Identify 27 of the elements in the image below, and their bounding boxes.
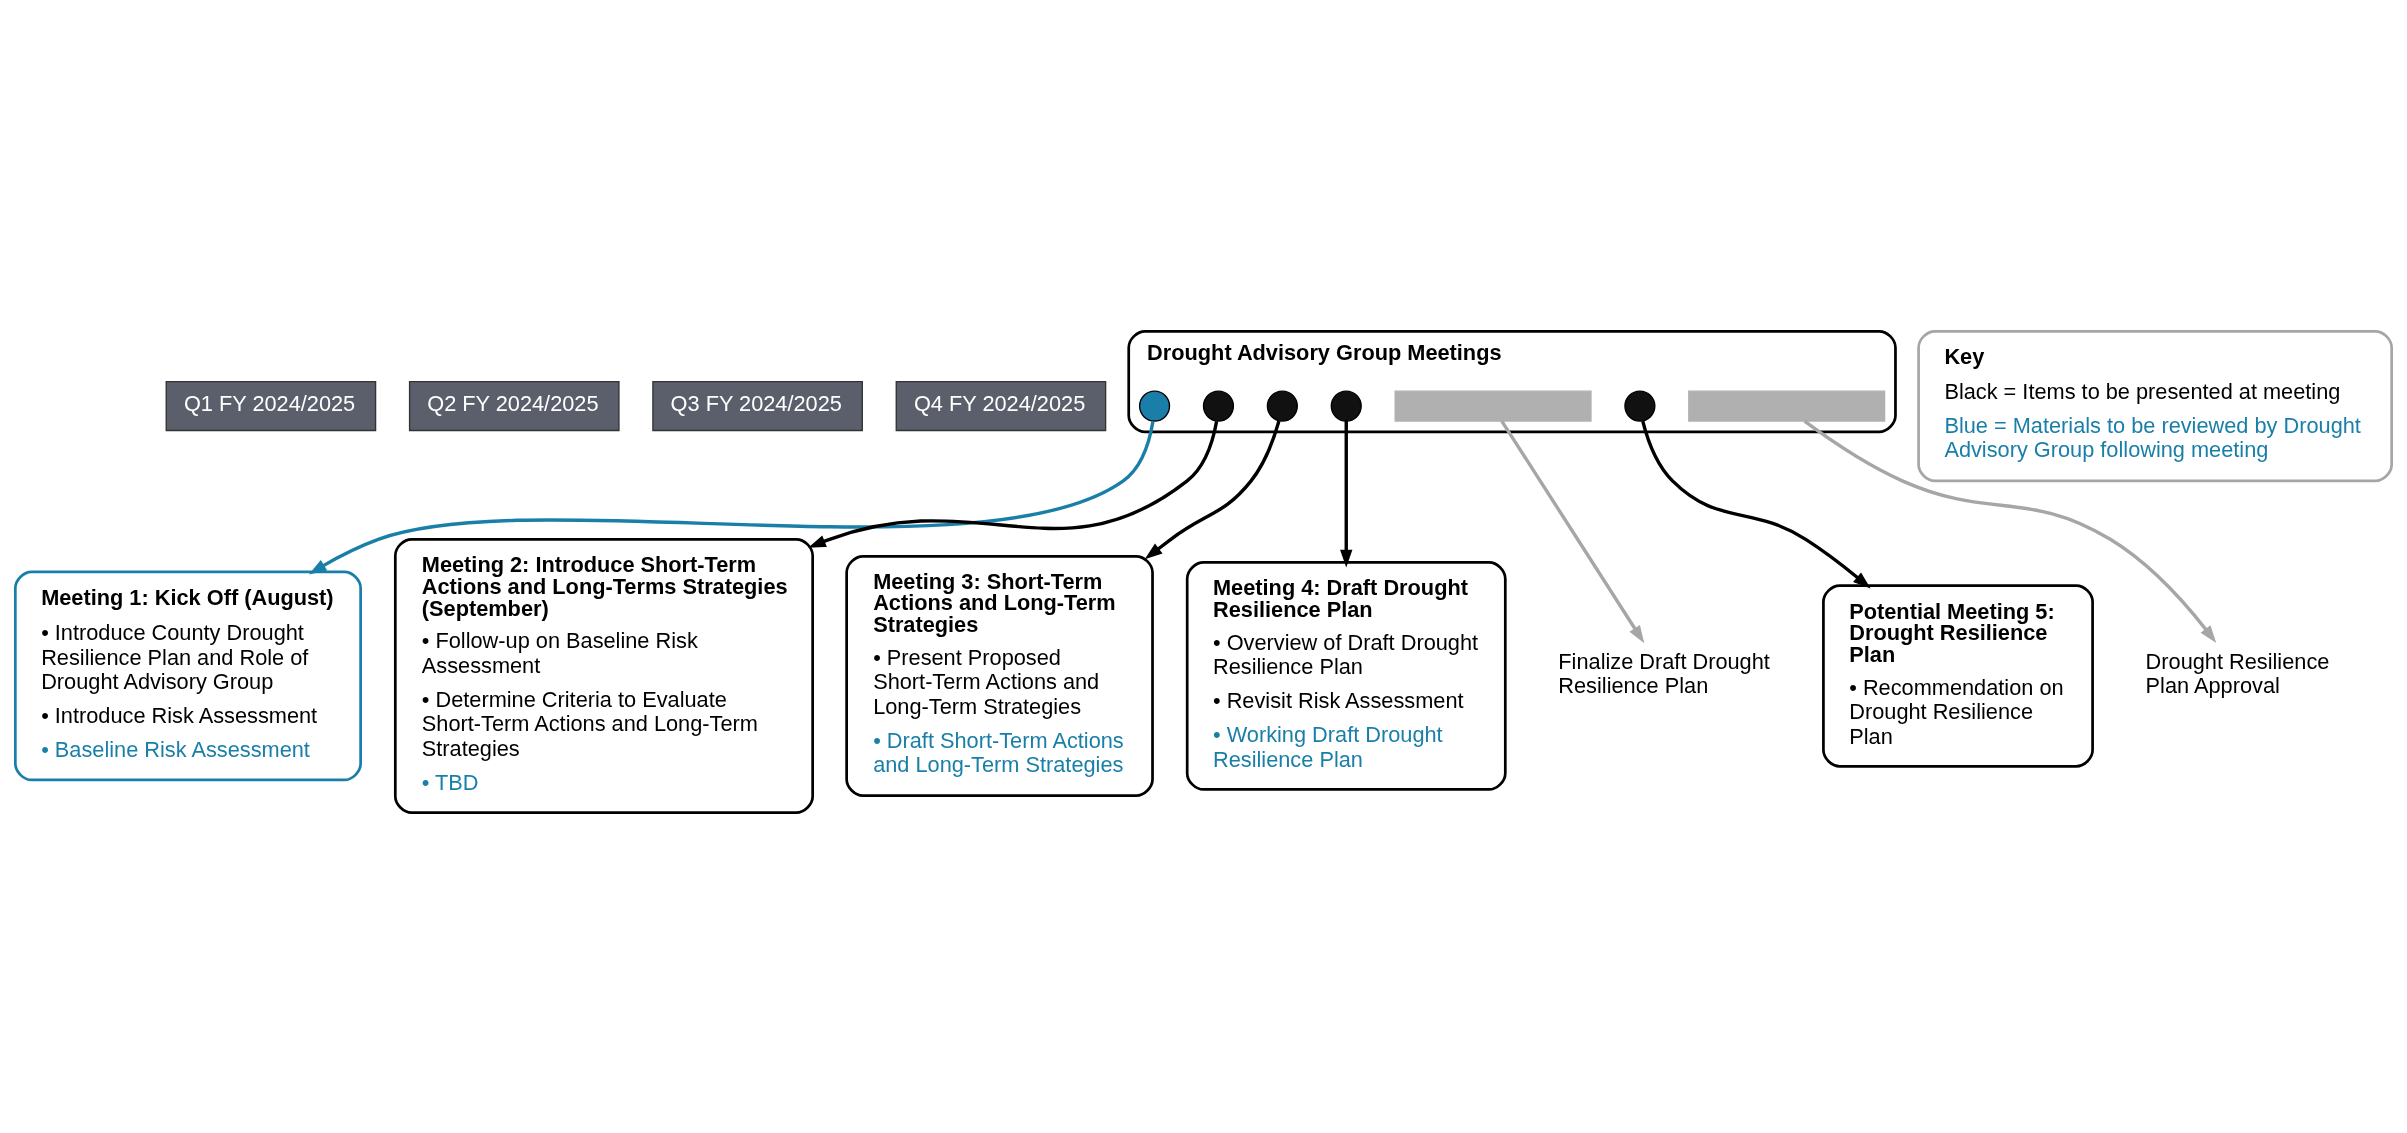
node-text: Finalize Draft Drought Resilience Plan — [1558, 648, 1770, 699]
arrow — [1500, 420, 1645, 644]
node-text: Drought Resilience Plan Approval — [2145, 648, 2330, 699]
node-circle — [1624, 390, 1656, 422]
node-box: Meeting 1: Kick Off (August) • Introduce County Drought Resilience Plan and Role of Drought Advisory Group • Introduce Risk Assessment • Baseline Risk Assessment — [13, 570, 362, 782]
node-box: Q1 FY 2024/2025 — [165, 380, 377, 432]
arrow — [1641, 420, 1871, 589]
node-box: Meeting 4: Draft Drought Resilience Plan • Overview of Draft Drought Resilience Plan • Revisit Risk Assessment • Working Draft Drought Resilience Plan — [1185, 561, 1507, 791]
arrow — [1340, 421, 1353, 568]
node-circle — [1330, 390, 1362, 422]
node-box: Meeting 2: Introduce Short-Term Actions and Long-Terms Strategies (September) • Follow-up on Baseline Risk Assessment • Determine Criteria to Evaluate Short-Term Actions and Long-Term Strategies • TBD — [393, 537, 814, 814]
node-box: Q2 FY 2024/2025 — [408, 380, 620, 432]
node-box: Meeting 3: Short-Term Actions and Long-Term Strategies • Present Proposed Short-Term Actions and Long-Term Strategies • Draft Short-Term Actions and Long-Term Strategies — [845, 554, 1154, 797]
node-box: Potential Meeting 5: Drought Resilience Plan • Recommendation on Drought Resilience Plan — [1822, 584, 2094, 768]
node-circle — [1138, 390, 1171, 422]
node-box: Q3 FY 2024/2025 — [652, 380, 863, 432]
node-box: Key Black = Items to be presented at meeting Blue = Materials to be reviewed by Drought Advisory Group following meeting — [1917, 329, 2394, 483]
node-circle — [1202, 390, 1235, 422]
arrow — [808, 420, 1219, 548]
node-circle — [1266, 390, 1298, 422]
arrow — [1144, 420, 1281, 560]
cluster: Drought Advisory Group Meetings — [1127, 329, 1897, 434]
arrow — [308, 421, 1155, 575]
node-box: Q4 FY 2024/2025 — [895, 380, 1107, 432]
arrow — [1803, 419, 2217, 643]
node-bar — [1688, 390, 1886, 422]
node-bar — [1394, 390, 1592, 422]
